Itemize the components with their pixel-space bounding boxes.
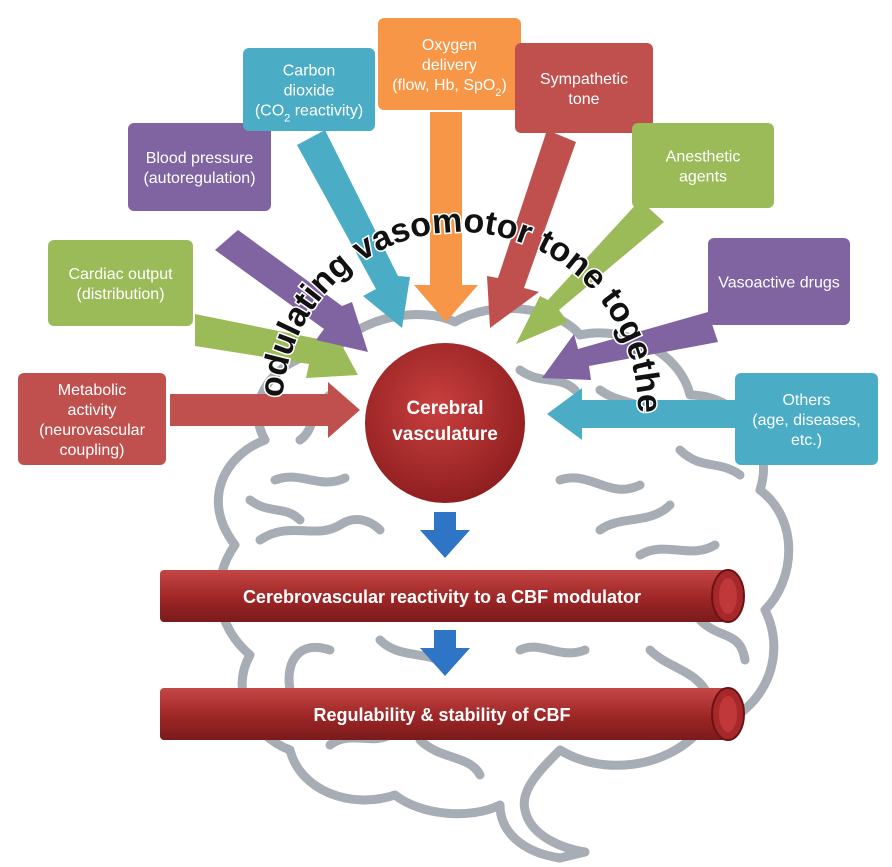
factor-box-anesthetic: Anesthetic agents <box>632 123 774 208</box>
factor-box-metabolic: Metabolic activity (neurovascular coupling) <box>18 373 166 465</box>
center-circle <box>365 343 525 503</box>
factor-box-bg <box>632 123 774 208</box>
factor-label-metabolic-line-3: (neurovascular <box>39 422 146 439</box>
brain-fold <box>515 642 590 658</box>
arrow-others <box>547 388 740 440</box>
input-arrows <box>170 112 740 440</box>
factor-box-bg <box>378 18 521 110</box>
factor-label-sympathetic-line-2: tone <box>568 91 599 108</box>
arrow-anesthetic <box>516 200 664 344</box>
factor-label-sympathetic-line-1: Sympathetic <box>540 71 628 88</box>
arrow-bp <box>215 230 368 352</box>
factor-label-others-line-3: etc.) <box>791 432 822 449</box>
factor-label-metabolic-line-1: Metabolic <box>58 382 126 399</box>
factor-box-co2: Carbon dioxide (CO2 reactivity) <box>243 48 375 131</box>
factor-label-co2-line-1: Carbon <box>283 63 335 80</box>
factor-label-bp-line-1: Blood pressure <box>146 150 254 167</box>
factor-label-oxygen-line-1: Oxygen <box>422 37 477 54</box>
factor-box-bg <box>18 373 166 465</box>
bar-label-regulability: Regulability & stability of CBF <box>313 705 570 725</box>
arrow-vasoactive <box>542 312 718 380</box>
factor-label-oxygen-line-2: delivery <box>422 57 477 74</box>
center-line-1: Cerebral <box>406 398 483 419</box>
factor-box-oxygen: Oxygen delivery (flow, Hb, SpO2) <box>378 18 521 110</box>
brain-fold <box>415 735 485 780</box>
factor-box-bg <box>735 373 878 465</box>
factor-label-bp-line-2: (autoregulation) <box>143 170 255 187</box>
factor-label-metabolic-line-2: activity <box>68 402 117 419</box>
factor-label-co2-line-2: dioxide <box>284 83 335 100</box>
brain-fold <box>595 500 675 535</box>
factor-label-anesthetic-line-1: Anesthetic <box>666 149 741 166</box>
down-arrow-1 <box>420 512 470 558</box>
bar-cap-inner <box>719 578 737 614</box>
factor-label-cardiac-line-1: Cardiac output <box>68 266 173 283</box>
brain-fold <box>284 642 335 695</box>
factor-box-bp: Blood pressure (autoregulation) <box>128 123 271 211</box>
arrow-oxygen <box>414 112 478 322</box>
down-arrow-2 <box>420 630 470 676</box>
factor-box-bg <box>243 48 375 131</box>
brain-fold <box>695 615 750 665</box>
brain-fold <box>255 515 385 545</box>
result-bar-regulability: Regulability & stability of CBF <box>160 687 745 741</box>
factor-label-others-line-1: Others <box>782 392 830 409</box>
brain-fold <box>245 495 305 525</box>
brain-fold <box>675 445 745 480</box>
center-line-2: vasculature <box>392 424 498 445</box>
factor-box-vasoactive: Vasoactive drugs <box>708 238 850 325</box>
factor-box-sympathetic: Sympathetic tone <box>515 43 653 133</box>
factor-box-others: Others (age, diseases, etc.) <box>735 373 878 465</box>
factor-label-cardiac-line-2: (distribution) <box>76 286 164 303</box>
cerebral-vasculature-node: Cerebral vasculature <box>365 343 525 503</box>
factor-label-oxygen-formula: (flow, Hb, SpO2) <box>392 77 507 99</box>
arrow-metabolic <box>170 382 360 438</box>
factor-box-cardiac: Cardiac output (distribution) <box>48 240 193 326</box>
factor-box-bg <box>48 240 193 326</box>
factor-label-metabolic-line-4: coupling) <box>60 442 125 459</box>
factor-label-vasoactive-line-1: Vasoactive drugs <box>718 275 840 292</box>
arrow-sympathetic <box>487 130 576 328</box>
brain-fold <box>555 473 645 494</box>
factor-box-bg <box>708 238 850 325</box>
factor-box-bg <box>515 43 653 133</box>
brain-fold <box>270 472 350 487</box>
factor-label-co2-formula: (CO2 reactivity) <box>255 103 363 125</box>
factor-label-others-line-2: (age, diseases, <box>752 412 861 429</box>
result-bar-reactivity: Cerebrovascular reactivity to a CBF modu… <box>160 569 745 623</box>
bar-cap-inner <box>719 696 737 732</box>
brain-fold <box>515 365 580 395</box>
arrow-cardiac <box>195 314 358 378</box>
bar-body <box>160 570 728 622</box>
factor-box-bg <box>128 123 271 211</box>
brain-illustration <box>213 303 794 863</box>
brain-fold <box>635 540 720 560</box>
bar-label-reactivity: Cerebrovascular reactivity to a CBF modu… <box>243 587 641 607</box>
bar-body <box>160 688 728 740</box>
arrow-co2 <box>297 130 410 328</box>
factor-boxes: Metabolic activity (neurovascular coupling)… <box>18 18 878 465</box>
factor-label-anesthetic-line-2: agents <box>679 169 727 186</box>
